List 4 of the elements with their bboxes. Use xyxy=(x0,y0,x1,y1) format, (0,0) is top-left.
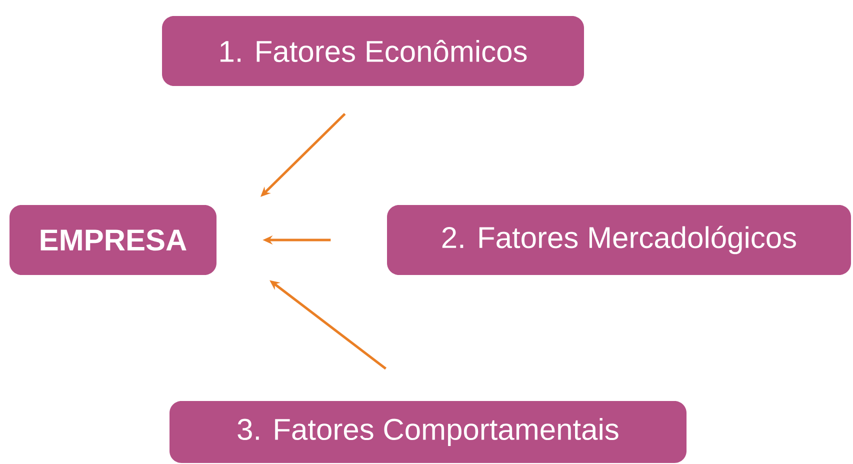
factor-box: EMPRESA xyxy=(10,205,216,275)
factor-box: 1. Fatores Econômicos xyxy=(162,16,584,86)
factor-box: 2. Fatores Mercadológicos xyxy=(387,205,851,275)
factor-box: 3. Fatores Comportamentais xyxy=(170,401,686,463)
